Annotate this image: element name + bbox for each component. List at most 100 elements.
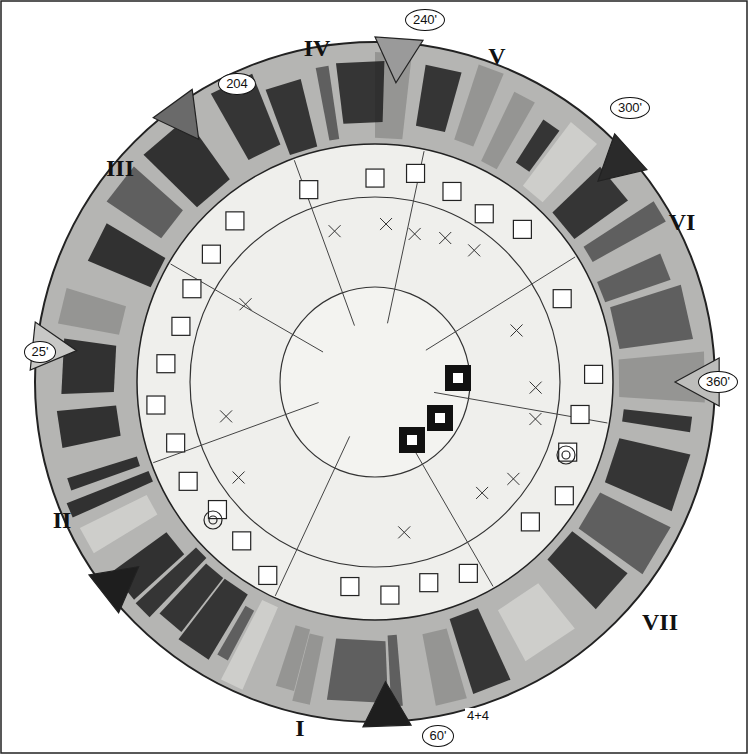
- event-square: [366, 169, 384, 187]
- time-mark: 204: [218, 73, 256, 95]
- time-marker: [89, 567, 139, 613]
- scribble-mark: [468, 244, 480, 256]
- section-line: [171, 264, 323, 352]
- event-square: [179, 472, 197, 490]
- scribble-mark: [329, 225, 341, 237]
- section-numeral: VII: [642, 609, 678, 635]
- section-line: [405, 434, 493, 586]
- outer-ring: [35, 42, 715, 722]
- section-numeral: II: [53, 507, 72, 533]
- section-line: [426, 257, 575, 350]
- scribble-mark: [530, 382, 542, 394]
- dark-square-hole: [453, 373, 463, 383]
- time-marker: [153, 89, 198, 139]
- stripe: [622, 409, 692, 432]
- event-square: [147, 396, 165, 414]
- section-numeral: III: [106, 155, 134, 181]
- section-numeral: VI: [669, 209, 696, 235]
- time-marker: [363, 682, 411, 727]
- stripe: [584, 201, 666, 262]
- event-square: [157, 355, 175, 373]
- stripe: [416, 65, 462, 132]
- event-square: [585, 365, 603, 383]
- scribble-mark: [220, 410, 232, 422]
- section-numeral: V: [488, 43, 505, 69]
- time-mark: 360': [698, 371, 738, 393]
- scribble-mark: [507, 473, 519, 485]
- scribble-mark: [439, 232, 451, 244]
- stripe: [276, 625, 310, 691]
- stripe: [57, 406, 121, 449]
- event-square: [233, 532, 251, 550]
- event-square: [183, 280, 201, 298]
- stripe: [422, 629, 466, 706]
- time-markers: [30, 37, 719, 727]
- section-line: [294, 160, 354, 325]
- spiral: [209, 516, 217, 524]
- event-square: [571, 405, 589, 423]
- stripe: [605, 438, 690, 511]
- event-square: [513, 220, 531, 238]
- event-square: [167, 434, 185, 452]
- section-line: [434, 392, 607, 423]
- time-mark: 240': [405, 9, 445, 31]
- scribble-mark: [476, 487, 488, 499]
- spiral: [204, 511, 222, 529]
- time-marker: [598, 134, 647, 181]
- time-marker: [375, 37, 423, 83]
- event-square: [521, 513, 539, 531]
- section-line: [387, 151, 424, 323]
- event-square: [459, 564, 477, 582]
- event-square: [475, 205, 493, 223]
- section-line: [153, 403, 318, 463]
- middle-disc: [137, 144, 613, 620]
- event-square: [341, 578, 359, 596]
- spiral: [562, 451, 570, 459]
- scribble-mark: [398, 526, 410, 538]
- inner-ring: [190, 197, 560, 567]
- spiral: [557, 446, 575, 464]
- scribble-mark: [529, 413, 541, 425]
- event-square: [443, 182, 461, 200]
- event-square: [202, 245, 220, 263]
- stripe: [547, 531, 627, 609]
- dark-square: [427, 405, 453, 431]
- scribble-mark: [380, 218, 392, 230]
- time-mark: 300': [610, 97, 650, 119]
- dark-square-hole: [407, 435, 417, 445]
- scribble-mark: [511, 324, 523, 336]
- event-square: [407, 164, 425, 182]
- stripe: [610, 285, 693, 349]
- event-square: [381, 586, 399, 604]
- stripe: [336, 61, 384, 124]
- stripe: [266, 79, 318, 155]
- stripe: [498, 583, 575, 661]
- event-square: [172, 317, 190, 335]
- stripe: [211, 74, 281, 160]
- stripe: [67, 457, 140, 491]
- note-text: 4+4: [465, 708, 491, 724]
- dark-square: [399, 427, 425, 453]
- event-square: [420, 574, 438, 592]
- scribble-mark: [240, 298, 252, 310]
- stripe: [327, 639, 388, 704]
- event-square: [300, 181, 318, 199]
- section-numeral: I: [295, 715, 304, 741]
- stripe: [58, 288, 126, 335]
- event-square: [259, 566, 277, 584]
- dark-square-hole: [435, 413, 445, 423]
- event-square: [226, 212, 244, 230]
- event-square: [553, 290, 571, 308]
- event-square: [555, 487, 573, 505]
- score-marks: [147, 151, 608, 604]
- texture-stripes: [57, 52, 705, 706]
- dark-square: [445, 365, 471, 391]
- section-numeral: IV: [304, 35, 331, 61]
- stripe: [316, 66, 340, 141]
- scribble-mark: [233, 472, 245, 484]
- section-line: [275, 436, 349, 596]
- center-disc: [280, 287, 470, 477]
- scribble-mark: [409, 228, 421, 240]
